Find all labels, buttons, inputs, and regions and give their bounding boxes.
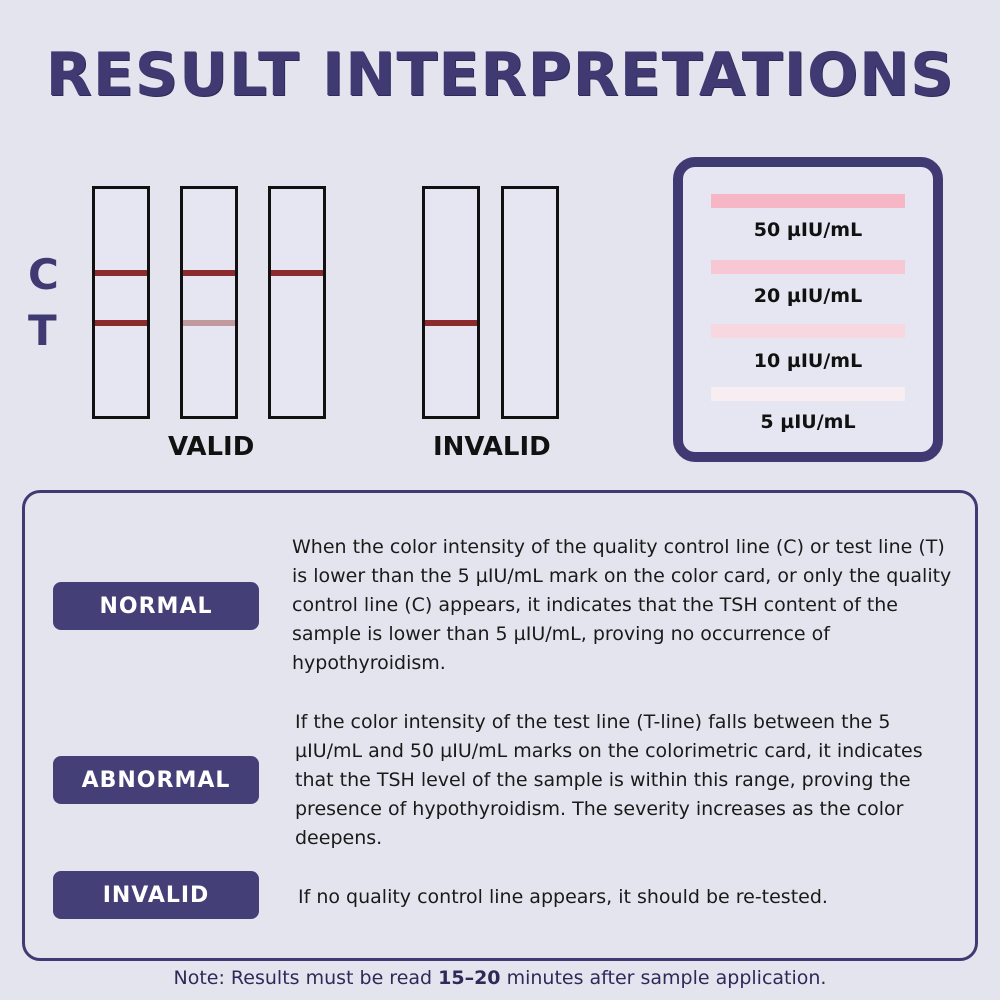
invalid-strip-1 [422,186,480,419]
normal-description: When the color intensity of the quality … [292,536,952,674]
invalid-caption: INVALID [433,432,551,462]
invalid-strip-2 [501,186,559,419]
control-line [271,270,323,276]
control-line [183,270,235,276]
swatch-label-50: 50 µIU/mL [753,219,863,241]
test-line [95,320,147,326]
note-prefix: Note: Results must be read [173,967,439,989]
test-line [425,320,477,326]
invalid-badge: INVALID [53,871,259,919]
normal-badge: NORMAL [53,582,259,630]
swatch-label-20: 20 µIU/mL [753,285,863,307]
swatch-label-10: 10 µIU/mL [753,350,863,372]
swatch-50 [711,194,905,208]
note-emphasis: 15–20 [438,967,501,989]
page-title: RESULT INTERPRETATIONS [45,40,955,110]
swatch-20 [711,260,905,274]
swatch-10 [711,324,905,338]
timing-note: Note: Results must be read 15–20 minutes… [0,967,1000,989]
control-line [95,270,147,276]
invalid-description: If no quality control line appears, it s… [298,886,828,908]
valid-strip-3 [268,186,326,419]
swatch-5 [711,387,905,401]
test-line-label: T [28,306,57,355]
note-suffix: minutes after sample application. [500,967,827,989]
abnormal-description: If the color intensity of the test line … [295,711,923,849]
color-card: 50 µIU/mL 20 µIU/mL 10 µIU/mL 5 µIU/mL [673,157,943,462]
test-line [183,320,235,326]
swatch-label-5: 5 µIU/mL [760,411,856,433]
valid-strip-2 [180,186,238,419]
valid-strip-1 [92,186,150,419]
abnormal-badge: ABNORMAL [53,756,259,804]
valid-caption: VALID [168,432,255,462]
control-line-label: C [28,250,59,299]
